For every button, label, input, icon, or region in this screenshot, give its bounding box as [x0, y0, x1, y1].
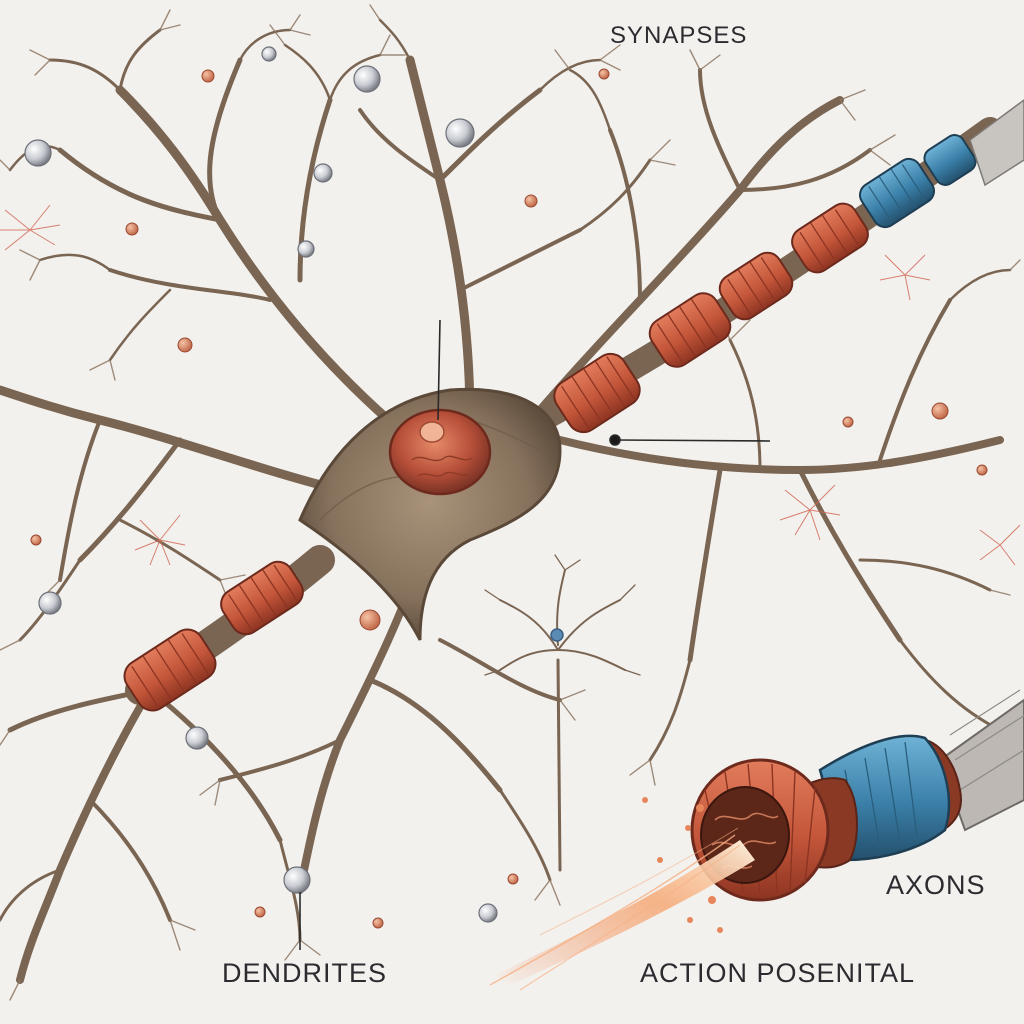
annotation-pointers [299, 319, 771, 950]
synapse-starbursts [0, 204, 1021, 566]
label-action-potential: ACTION POSENITAL [640, 958, 916, 988]
axon-pointer-dot [609, 434, 621, 446]
axon-pointer-line [615, 439, 771, 442]
label-dendrites: DENDRITES [222, 958, 388, 988]
synaptic-vesicles [24, 46, 498, 923]
myelin-sheaths-lower [123, 560, 304, 712]
myelin-sheaths-upper [553, 99, 1024, 434]
cell-body [298, 387, 562, 641]
small-neuron [484, 554, 641, 872]
dendritic-spines [30, 68, 988, 929]
nucleus [388, 408, 492, 496]
soma-pointer-line [437, 319, 441, 421]
label-synapses: SYNAPSES [610, 22, 748, 49]
action-potential-signal [489, 797, 755, 991]
axon-terminal-detail [690, 689, 1024, 902]
label-axons: AXONS [886, 870, 986, 900]
dendrite-branches [0, 18, 1012, 984]
